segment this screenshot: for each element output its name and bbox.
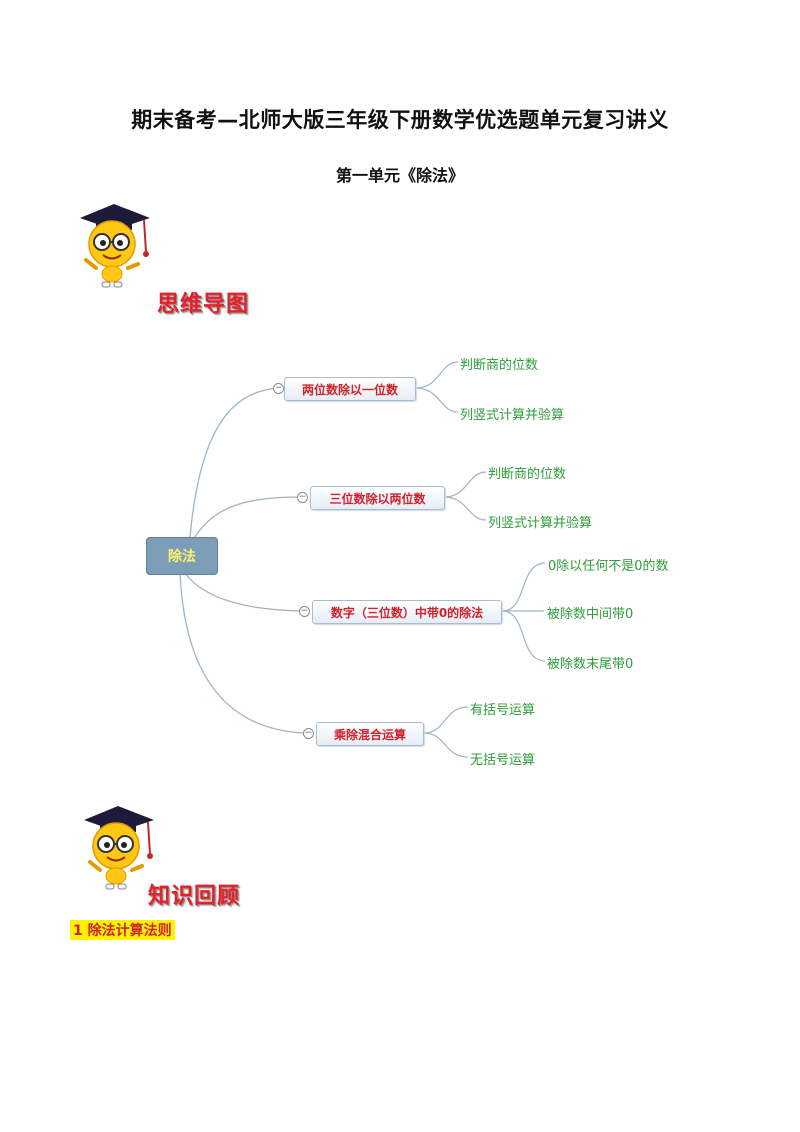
collapse-toggle-icon[interactable]: −	[303, 728, 314, 739]
mindmap-branch[interactable]: 两位数除以一位数	[284, 377, 416, 401]
mindmap-root[interactable]: 除法	[146, 537, 218, 575]
mindmap-leaf[interactable]: 有括号运算	[470, 703, 536, 718]
collapse-toggle-icon[interactable]: −	[299, 606, 310, 617]
mindmap-heading: 思维导图	[157, 292, 250, 317]
mindmap-leaf[interactable]: 判断商的位数	[460, 358, 539, 373]
rule-heading: 1 除法计算法则	[70, 920, 175, 940]
mindmap-leaf[interactable]: 被除数末尾带0	[547, 657, 634, 672]
mascot-graduate-icon	[72, 198, 154, 294]
mindmap-leaf[interactable]: 无括号运算	[470, 753, 536, 768]
mindmap-leaf[interactable]: 0除以任何不是0的数	[548, 559, 669, 574]
mindmap-branch[interactable]: 数字（三位数）中带0的除法	[312, 600, 502, 624]
mindmap-leaf[interactable]: 列竖式计算并验算	[488, 516, 593, 531]
document-subtitle: 第一单元《除法》	[335, 166, 464, 185]
mindmap-leaf[interactable]: 列竖式计算并验算	[460, 408, 565, 423]
document-title: 期末备考—北师大版三年级下册数学优选题单元复习讲义	[131, 108, 669, 132]
collapse-toggle-icon[interactable]: −	[273, 383, 284, 394]
mindmap-branch[interactable]: 乘除混合运算	[316, 722, 424, 746]
mindmap-branch[interactable]: 三位数除以两位数	[310, 486, 445, 510]
mindmap-leaf[interactable]: 被除数中间带0	[547, 607, 634, 622]
collapse-toggle-icon[interactable]: −	[297, 492, 308, 503]
mindmap-leaf[interactable]: 判断商的位数	[488, 467, 567, 482]
mascot-graduate-icon	[76, 800, 158, 896]
review-heading: 知识回顾	[148, 884, 241, 909]
mindmap-connectors	[179, 361, 546, 758]
